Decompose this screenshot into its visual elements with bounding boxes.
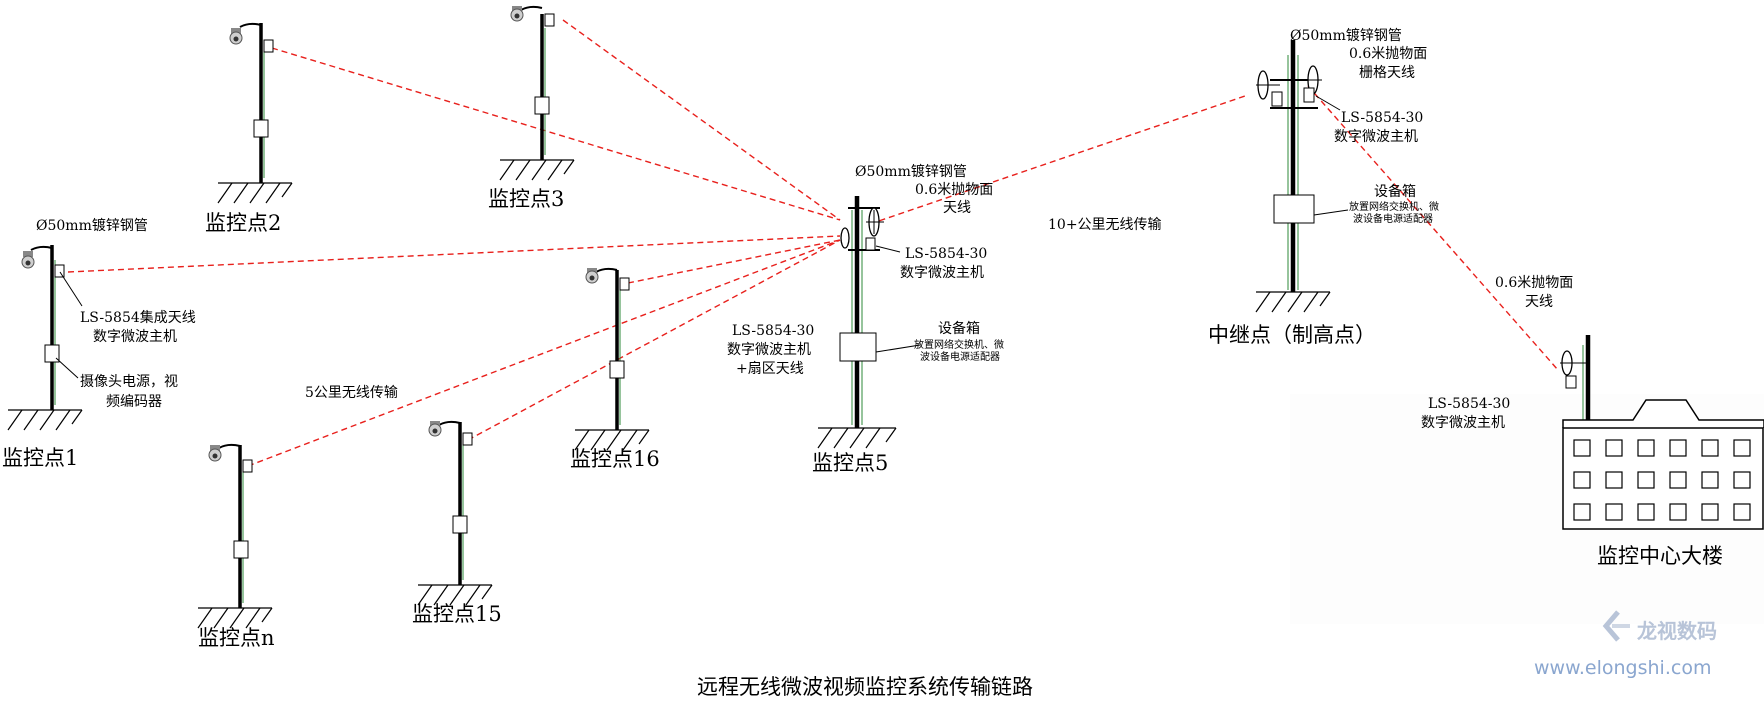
radio-unit [1303, 87, 1315, 103]
site-label-n: 监控点n [198, 626, 275, 650]
annotation-box: 放置网络交换机、微 [1349, 200, 1439, 213]
camera-icon [428, 421, 442, 437]
annotation-pipe: Ø50mm镀锌钢管 [36, 217, 148, 234]
parabolic-dish-icon [866, 207, 884, 237]
watermark: 龙视数码 www.elongshi.com [1534, 610, 1717, 679]
site-3 [499, 5, 575, 181]
link-label-long: 10+公里无线传输 [1048, 217, 1162, 233]
link-s5-relay [869, 95, 1246, 225]
radio-unit [544, 13, 555, 27]
equipment-box [839, 332, 877, 362]
annotation-sector: +扇区天线 [736, 361, 804, 377]
annotation-box: 放置网络交换机、微 [914, 338, 1004, 351]
annotation-dish: 0.6米抛物面 [1349, 46, 1427, 62]
relay-tower [1255, 40, 1349, 313]
parabolic-dish-icon [1560, 350, 1588, 376]
annotation-dish: 天线 [1525, 294, 1553, 310]
site-label-5: 监控点5 [812, 451, 888, 475]
radio-unit [1565, 375, 1577, 389]
annotation-pipe: Ø50mm镀锌钢管 [855, 163, 967, 180]
radio-unit [619, 277, 630, 291]
radio-unit [54, 264, 65, 278]
annotation-box: 频编码器 [106, 394, 162, 410]
equipment-box [233, 540, 249, 559]
annotation-dish: 栅格天线 [1359, 65, 1415, 81]
annotation-host: 数字微波主机 [900, 265, 984, 281]
annotation-host: LS-5854集成天线 [80, 309, 196, 326]
relay-label: 中继点（制高点） [1208, 323, 1376, 347]
camera-icon [585, 268, 599, 284]
link-s2-s5 [271, 47, 841, 221]
annotation-host: 数字微波主机 [1334, 129, 1418, 145]
sector-antenna-icon [840, 227, 876, 251]
link-label-short: 5公里无线传输 [305, 385, 398, 401]
annotation-box: 波设备电源适配器 [920, 350, 1000, 363]
watermark-brand: 龙视数码 [1637, 619, 1717, 643]
center-label: 监控中心大楼 [1597, 544, 1723, 568]
camera-icon [229, 28, 243, 45]
radio-unit [462, 432, 473, 446]
annotation-box-title: 设备箱 [938, 320, 980, 337]
annotation-dish: 0.6米抛物面 [1495, 275, 1573, 291]
site-16 [574, 267, 650, 451]
watermark-url: www.elongshi.com [1534, 657, 1711, 679]
annotation-dish: 0.6米抛物面 [915, 182, 993, 198]
link-s3-s5 [562, 19, 841, 221]
site-15 [417, 420, 493, 606]
radio-unit [1271, 91, 1283, 107]
site-label-3: 监控点3 [488, 187, 564, 211]
site-5-hub [817, 196, 921, 449]
camera-icon [208, 445, 222, 462]
annotation-box: 摄像头电源，视 [80, 374, 178, 390]
equipment-box [44, 344, 60, 363]
annotation-host: LS-5854-30 [1341, 110, 1423, 126]
brand-logo-icon [1602, 610, 1630, 642]
grid-dish-icon [1256, 65, 1322, 100]
annotation-sector: LS-5854-30 [732, 323, 814, 339]
equipment-box [1273, 194, 1315, 224]
equipment-box [253, 119, 269, 138]
link-sn-s5 [247, 239, 841, 467]
equipment-box [609, 360, 625, 379]
link-s1-s5 [67, 235, 841, 273]
site-n [197, 443, 273, 629]
annotation-host: 数字微波主机 [93, 329, 177, 345]
site-label-1: 监控点1 [2, 446, 78, 470]
equipment-box [452, 515, 468, 534]
site-label-16: 监控点16 [570, 447, 660, 471]
diagram-caption: 远程无线微波视频监控系统传输链路 [697, 675, 1033, 699]
link-s15-s5 [467, 239, 841, 441]
annotation-box-title: 设备箱 [1374, 183, 1416, 200]
site-2 [217, 22, 293, 204]
site-1 [7, 245, 83, 431]
link-s16-s5 [627, 239, 841, 284]
annotation-host: 数字微波主机 [1421, 415, 1505, 431]
link-relay-center [1307, 85, 1559, 371]
camera-icon [510, 6, 524, 22]
monitoring-center-building [1290, 335, 1764, 624]
wireless-links [67, 19, 1559, 467]
annotation-sector: 数字微波主机 [727, 342, 811, 358]
annotation-host: LS-5854-30 [905, 246, 987, 262]
annotation-box: 波设备电源适配器 [1353, 212, 1433, 225]
annotation-pipe: Ø50mm镀锌钢管 [1290, 27, 1402, 44]
radio-unit [263, 39, 274, 53]
annotation-host: LS-5854-30 [1428, 396, 1510, 412]
site-label-15: 监控点15 [412, 602, 502, 626]
site-label-2: 监控点2 [205, 211, 281, 235]
annotation-dish: 天线 [943, 200, 971, 216]
camera-icon [21, 251, 35, 269]
equipment-box [534, 96, 550, 115]
radio-unit [242, 459, 253, 473]
